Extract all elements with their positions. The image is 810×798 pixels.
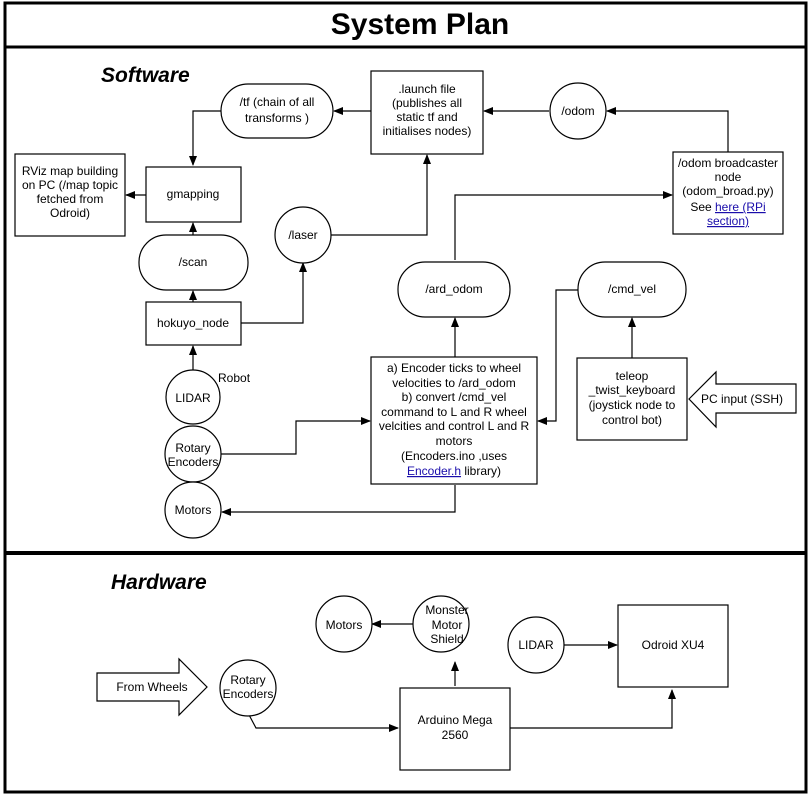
svg-text:b) convert /cmd_vel: b) convert /cmd_vel <box>402 390 507 404</box>
encoder-h-link[interactable]: Encoder.h <box>407 464 461 478</box>
svg-text:initialises nodes): initialises nodes) <box>383 124 472 138</box>
svg-text:Motors: Motors <box>175 503 212 517</box>
svg-text:motors: motors <box>436 434 473 448</box>
svg-text:/odom: /odom <box>561 104 594 118</box>
edge-broadcaster-to-odom <box>606 107 729 152</box>
hokuyo-node: hokuyo_node <box>145 301 242 346</box>
svg-text:Rotary: Rotary <box>230 673 265 687</box>
odom-topic-node: /odom <box>549 82 607 140</box>
monster-motor-shield-node: Monster Motor Shield <box>412 595 470 653</box>
svg-text:Encoder.h library): Encoder.h library) <box>407 464 501 478</box>
from-wheels-arrow: From Wheels <box>96 657 208 717</box>
svg-text:teleop: teleop <box>616 369 649 383</box>
edge-encoders-to-encoderbox <box>221 417 371 455</box>
launch-file-node: .launch file (publishes all static tf an… <box>370 70 484 155</box>
gmapping-node: gmapping <box>145 166 242 223</box>
svg-text:gmapping: gmapping <box>167 187 220 201</box>
motors-node: Motors <box>164 481 222 539</box>
svg-text:Motors: Motors <box>326 618 363 632</box>
rotary-encoders-node: Rotary Encoders <box>164 425 222 483</box>
svg-text:Encoders: Encoders <box>223 687 274 701</box>
hw-lidar-node: LIDAR <box>507 616 565 674</box>
section-software-label: Software <box>101 64 190 87</box>
robot-label: Robot <box>218 371 251 385</box>
svg-text:static tf and: static tf and <box>396 110 457 124</box>
svg-text:velocities to /ard_odom: velocities to /ard_odom <box>392 376 515 390</box>
edge-encoders-to-arduino <box>247 712 399 732</box>
odroid-node: Odroid XU4 <box>617 604 729 688</box>
svg-text:/tf (chain of all: /tf (chain of all <box>240 95 315 109</box>
encoder-processing-node: a) Encoder ticks to wheel velocities to … <box>370 356 538 485</box>
edge-laser-to-launch <box>331 154 431 236</box>
svg-text:transforms ): transforms ) <box>245 111 309 125</box>
svg-text:Rotary: Rotary <box>175 441 210 455</box>
teleop-node: teleop _twist_keyboard (joystick node to… <box>576 357 688 441</box>
rviz-node: RViz map building on PC (/map topic fetc… <box>14 153 126 237</box>
svg-text:/scan: /scan <box>179 255 208 269</box>
svg-text:hokuyo_node: hokuyo_node <box>157 316 229 330</box>
rpi-section-link[interactable]: here (RPi <box>715 200 766 214</box>
edge-hokuyo-to-laser <box>241 262 307 324</box>
cmd-vel-topic-node: /cmd_vel <box>577 261 687 318</box>
svg-text:(publishes all: (publishes all <box>392 96 462 110</box>
svg-text:a) Encoder ticks to wheel: a) Encoder ticks to wheel <box>387 361 521 375</box>
svg-text:/ard_odom: /ard_odom <box>425 282 482 296</box>
svg-text:From Wheels: From Wheels <box>116 680 187 694</box>
ard-odom-topic-node: /ard_odom <box>397 261 511 318</box>
laser-topic-node: /laser <box>274 206 332 264</box>
svg-text:Motor: Motor <box>432 618 463 632</box>
section-hardware-label: Hardware <box>111 571 207 594</box>
odom-broadcaster-node: /odom broadcaster node (odom_broad.py) S… <box>672 151 784 235</box>
svg-text:LIDAR: LIDAR <box>518 638 554 652</box>
outer-frame <box>3 1 808 794</box>
svg-text:control bot): control bot) <box>602 413 662 427</box>
edge-ardodom-to-broadcaster <box>454 191 673 260</box>
hw-motors-node: Motors <box>315 595 373 653</box>
edge-arduino-to-odroid <box>510 689 676 729</box>
svg-text:Encoders: Encoders <box>168 455 219 469</box>
svg-text:/cmd_vel: /cmd_vel <box>608 282 656 296</box>
svg-text:LIDAR: LIDAR <box>175 391 211 405</box>
svg-text:Arduino Mega: Arduino Mega <box>418 713 493 727</box>
svg-text:(joystick node to: (joystick node to <box>589 398 676 412</box>
svg-text:on PC (/map topic: on PC (/map topic <box>22 178 118 192</box>
svg-text:fetched from: fetched from <box>37 192 104 206</box>
software-edges <box>125 107 729 516</box>
svg-text:node: node <box>715 170 742 184</box>
svg-text:Odroid XU4: Odroid XU4 <box>642 638 705 652</box>
svg-text:/laser: /laser <box>288 228 317 242</box>
scan-topic-node: /scan <box>138 234 249 291</box>
edge-cmdvel-to-encoderbox <box>537 289 578 425</box>
tf-node: /tf (chain of all transforms ) <box>220 83 334 139</box>
edge-encoderbox-to-motors <box>221 485 456 516</box>
svg-text:RViz map building: RViz map building <box>22 164 118 178</box>
svg-text:2560: 2560 <box>442 728 469 742</box>
svg-text:Odroid): Odroid) <box>50 206 90 220</box>
pc-input-arrow: PC input (SSH) <box>688 370 797 429</box>
hardware-edges <box>247 620 676 732</box>
svg-text:See: See <box>690 200 712 214</box>
svg-text:.launch file: .launch file <box>398 82 456 96</box>
svg-text:Monster: Monster <box>425 603 468 617</box>
hw-rotary-encoders-node: Rotary Encoders <box>219 659 277 717</box>
svg-text:(odom_broad.py): (odom_broad.py) <box>682 184 773 198</box>
svg-text:Shield: Shield <box>430 632 463 646</box>
edge-tf-to-gmapping <box>189 110 221 166</box>
page-title: System Plan <box>331 8 509 41</box>
rpi-section-link-2[interactable]: section) <box>707 214 749 228</box>
svg-text:/odom broadcaster: /odom broadcaster <box>678 156 778 170</box>
lidar-node: LIDAR <box>165 369 221 425</box>
svg-text:(Encoders.ino ,uses: (Encoders.ino ,uses <box>401 449 507 463</box>
svg-text:command to L and R wheel: command to L and R wheel <box>381 405 527 419</box>
arduino-mega-node: Arduino Mega 2560 <box>399 687 511 771</box>
svg-text:PC input (SSH): PC input (SSH) <box>701 392 783 406</box>
svg-text:velcities and control L and R: velcities and control L and R <box>379 419 530 433</box>
svg-text:_twist_keyboard: _twist_keyboard <box>588 383 676 397</box>
